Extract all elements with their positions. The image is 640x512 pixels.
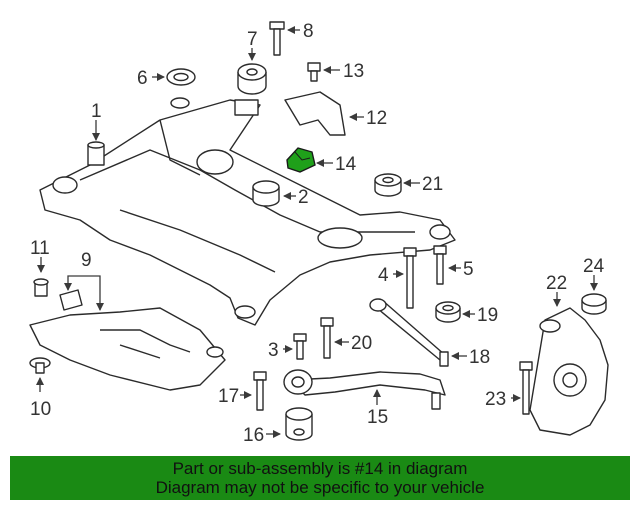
clip-10[interactable] (29, 357, 51, 374)
parts-diagram: 1 2 3 4 5 6 7 8 9 10 11 12 13 14 15 16 1… (29, 21, 609, 446)
callout-19: 19 (477, 305, 498, 326)
nut-21[interactable] (374, 173, 402, 197)
knuckle-22[interactable] (529, 307, 609, 436)
callout-22: 22 (546, 273, 567, 294)
callout-10: 10 (30, 399, 51, 420)
bracket-14-highlighted[interactable] (286, 147, 316, 173)
bolt-13[interactable] (307, 62, 321, 82)
nut-19[interactable] (435, 301, 461, 323)
callout-7: 7 (247, 29, 258, 50)
bolt-4[interactable] (403, 247, 417, 309)
bracket-12[interactable] (284, 91, 346, 136)
bushing-16[interactable] (285, 407, 313, 441)
clip-11[interactable] (33, 278, 49, 297)
callout-4: 4 (378, 265, 389, 286)
banner-line-1: Part or sub-assembly is #14 in diagram (172, 459, 468, 478)
nut-24[interactable] (581, 293, 607, 315)
callout-14: 14 (335, 154, 357, 175)
callout-17: 17 (218, 386, 239, 407)
callout-20: 20 (351, 333, 372, 354)
callout-12: 12 (366, 108, 387, 129)
strut-18[interactable] (369, 298, 449, 367)
bolt-3[interactable] (293, 333, 307, 360)
bolt-8[interactable] (269, 21, 285, 56)
callout-15: 15 (367, 407, 388, 428)
callout-6: 6 (137, 68, 148, 89)
callout-18: 18 (469, 347, 490, 368)
bolt-20[interactable] (320, 317, 334, 359)
bolt-23[interactable] (519, 361, 533, 415)
clip-9[interactable] (59, 289, 83, 311)
mount-7[interactable] (237, 63, 267, 95)
callout-numbers: 1 2 3 4 5 6 7 8 9 10 11 12 13 14 15 16 1… (30, 21, 605, 446)
banner-line-2: Diagram may not be specific to your vehi… (155, 478, 485, 497)
callout-1: 1 (91, 101, 102, 122)
callout-3: 3 (268, 340, 279, 361)
washer-6[interactable] (166, 68, 196, 86)
front-subframe[interactable] (39, 97, 456, 326)
bushing-2[interactable] (252, 180, 280, 207)
info-banner: Part or sub-assembly is #14 in diagram D… (10, 456, 630, 500)
callout-9: 9 (81, 250, 92, 271)
callout-13: 13 (343, 61, 364, 82)
callout-11: 11 (30, 238, 50, 259)
callout-16: 16 (243, 425, 264, 446)
bolt-5[interactable] (433, 245, 447, 285)
underbody-shield[interactable] (29, 307, 226, 391)
callout-24: 24 (583, 256, 605, 277)
callout-8: 8 (303, 21, 314, 42)
bolt-17[interactable] (253, 371, 267, 411)
callout-5: 5 (463, 259, 474, 280)
callout-21: 21 (422, 174, 443, 195)
callout-23: 23 (485, 389, 506, 410)
leader-lines (36, 26, 598, 438)
callout-2: 2 (298, 187, 309, 208)
control-arm-15[interactable] (283, 369, 446, 410)
